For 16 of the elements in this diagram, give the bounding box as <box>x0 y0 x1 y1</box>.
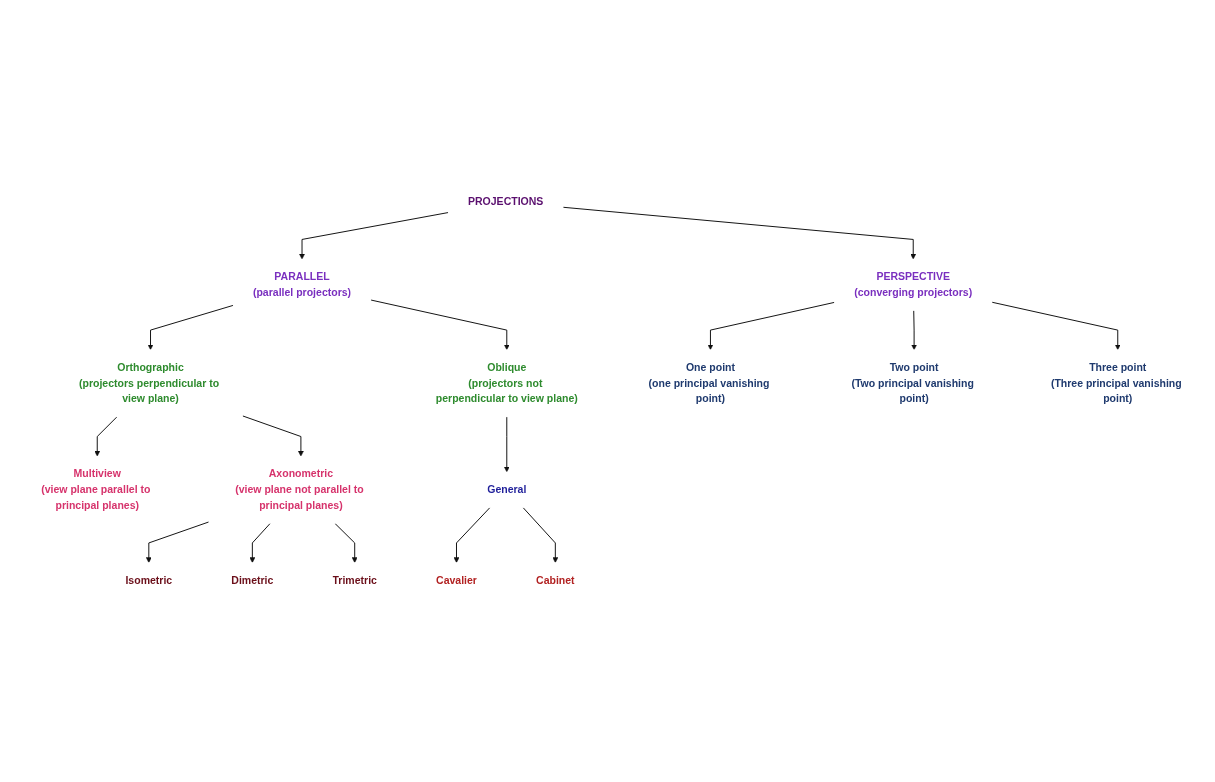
node-text: Dimetric <box>231 574 274 586</box>
node-text: Cabinet <box>536 574 575 586</box>
node-text: Orthographic (projectors perpendicular to view plane) <box>78 361 220 405</box>
node-text: PROJECTIONS <box>468 195 544 208</box>
node-text: One point (one principal vanishing point) <box>648 361 770 405</box>
node-text: Axonometric (view plane not parallel to principal planes) <box>235 467 364 511</box>
node-text: General <box>487 483 527 495</box>
node-text: Isometric <box>125 574 173 586</box>
node-text: Oblique (projectors not perpendicular to view plane) <box>435 361 578 405</box>
node-text: Three point (Three principal vanishing point) <box>1050 361 1182 405</box>
node-text: PARALLEL (parallel projectors) <box>252 270 352 298</box>
node-text: Multiview (view plane parallel to principal planes) <box>41 467 151 511</box>
node-text: PERSPECTIVE (converging projectors) <box>854 270 973 298</box>
node-text: Trimetric <box>332 574 377 586</box>
node-text: Two point (Two principal vanishing point) <box>851 361 974 405</box>
node-text: Cavalier <box>436 574 477 586</box>
